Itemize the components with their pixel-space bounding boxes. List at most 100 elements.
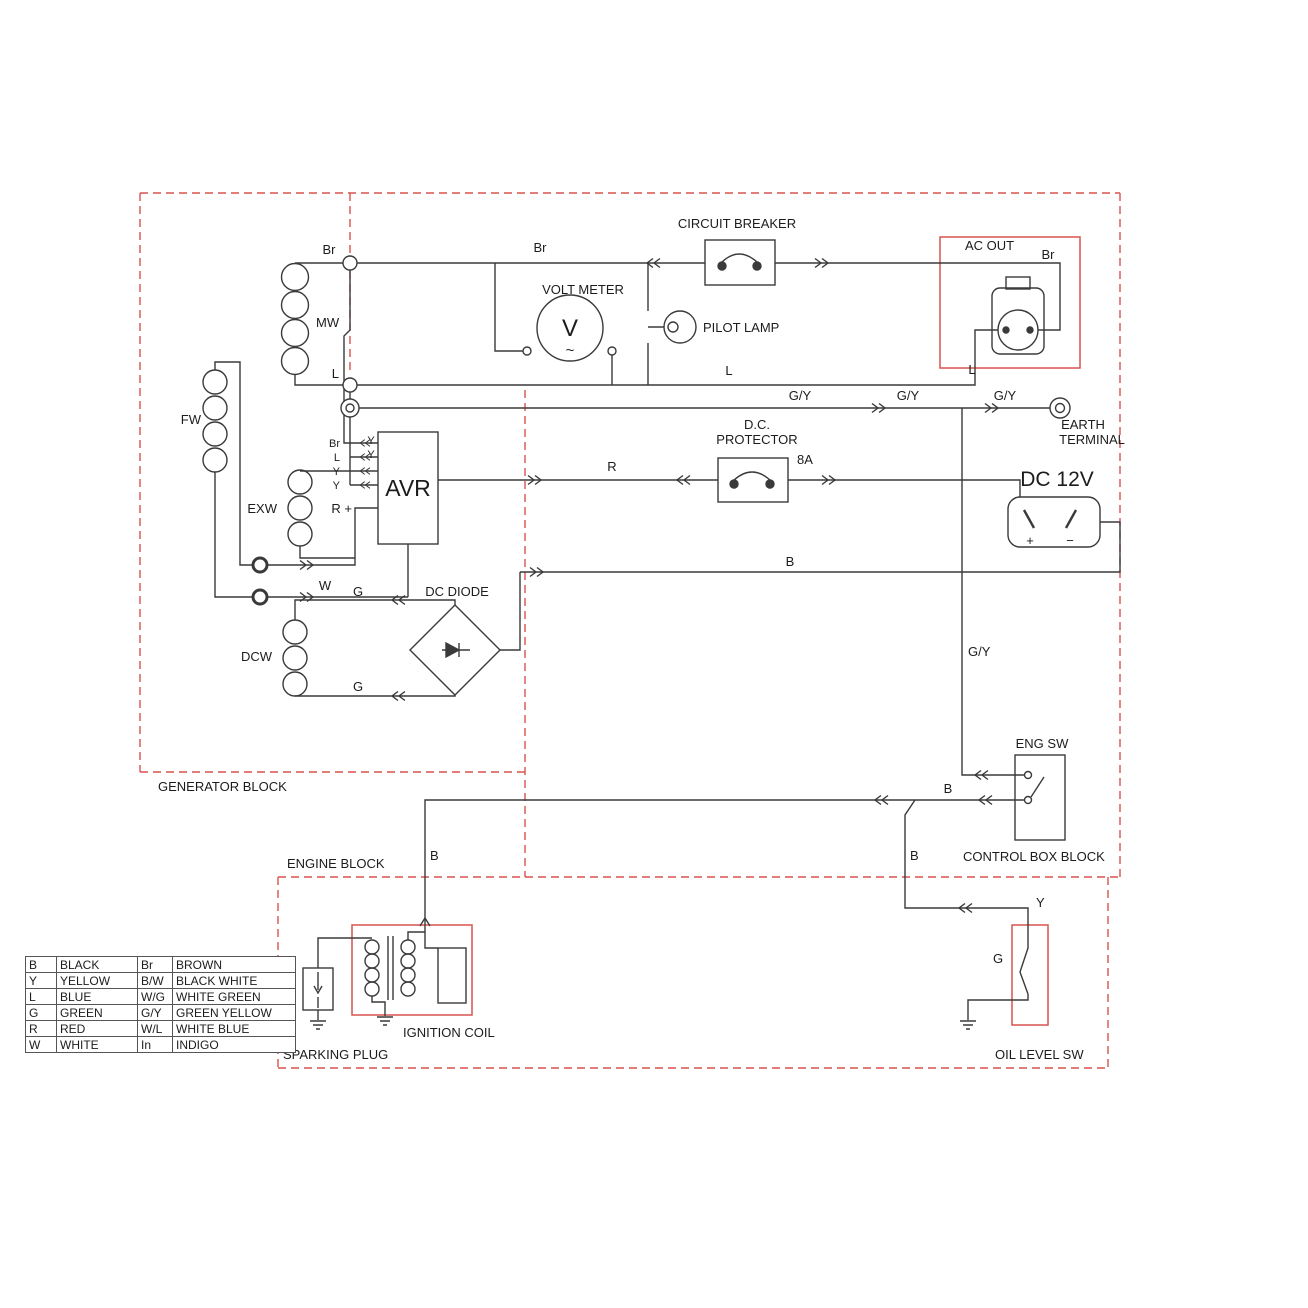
label-mw: MW — [316, 315, 340, 330]
wire-dcw-bottom-g — [295, 695, 456, 697]
legend-row: Y YELLOW B/W BLACK WHITE — [25, 972, 296, 989]
ignition-coil-symbol — [364, 925, 467, 1004]
ground-ignition — [376, 1016, 394, 1026]
legend-code: L — [25, 988, 57, 1005]
wire-label-gy-4: G/Y — [968, 644, 991, 659]
exw-coil — [287, 469, 313, 547]
legend-code: G/Y — [137, 1004, 173, 1021]
wire-oil-sw-ground — [967, 994, 1029, 1020]
ac-out-socket — [991, 276, 1045, 355]
oil-level-switch — [1019, 925, 1029, 995]
dcw-coil — [282, 619, 308, 697]
wire-label-br-3: Br — [1042, 247, 1056, 262]
legend-row: L BLUE W/G WHITE GREEN — [25, 988, 296, 1005]
legend-color: WHITE — [56, 1036, 138, 1053]
label-eng-sw: ENG SW — [1016, 736, 1069, 751]
wire-fw-bottom — [214, 472, 253, 598]
wire-label-l-2: L — [725, 363, 732, 378]
components — [202, 239, 1101, 1030]
legend-color: GREEN YELLOW — [172, 1004, 296, 1021]
wire-spark-plug — [317, 937, 372, 1020]
wires — [214, 262, 1121, 1020]
legend-color: YELLOW — [56, 972, 138, 989]
connector-chevrons — [299, 257, 999, 927]
br-terminal-node — [342, 255, 358, 271]
highlight-boxes — [351, 236, 1081, 1026]
wire-b-y-branch — [904, 799, 1029, 925]
wire-label-br-2: Br — [534, 240, 548, 255]
wire-mw-bottom — [294, 374, 343, 386]
wire-color-legend: B BLACK Br BROWN Y YELLOW B/W BLACK WHIT… — [25, 956, 296, 1053]
wire-label-l-3: L — [968, 362, 975, 377]
wire-label-r-plus: R + — [331, 501, 352, 516]
wire-label-b-2: B — [944, 781, 953, 796]
wire-label-g-1: G — [353, 584, 363, 599]
wire-diode-to-b — [500, 572, 521, 651]
legend-code: Y — [25, 972, 57, 989]
wire-l-main — [357, 329, 998, 386]
wire-label-br-avr: Br — [329, 438, 340, 450]
l-terminal-node — [342, 377, 358, 393]
dc-12v-socket — [1007, 496, 1101, 548]
label-meter-v: V — [562, 315, 578, 342]
wire-ignition-ground — [371, 996, 386, 1016]
earth-terminal — [1049, 397, 1071, 419]
wire-engine-b — [424, 799, 1024, 925]
label-dc-protector-8a: 8A — [797, 452, 813, 467]
legend-color: INDIGO — [172, 1036, 296, 1053]
wire-label-gy-2: G/Y — [897, 388, 920, 403]
legend-row: W WHITE In INDIGO — [25, 1036, 296, 1053]
legend-code: G — [25, 1004, 57, 1021]
circuit-breaker — [704, 239, 776, 286]
volt-meter — [522, 294, 617, 362]
wire-fw-top — [214, 361, 253, 566]
wire-br-main — [295, 262, 1061, 331]
legend-color: WHITE GREEN — [172, 988, 296, 1005]
label-control-box-block: CONTROL BOX BLOCK — [963, 849, 1105, 864]
labels: GENERATOR BLOCK ENGINE BLOCK CONTROL BOX… — [158, 216, 1125, 1062]
oil-level-sw-highlight-box — [1011, 924, 1049, 1026]
legend-code: Br — [137, 956, 173, 973]
label-meter-wave: ~ — [566, 342, 575, 359]
ground-spark-plug — [309, 1020, 327, 1030]
label-dc-protector-2: PROTECTOR — [716, 432, 797, 447]
wire-voltmeter-left — [494, 263, 523, 352]
label-engine-block: ENGINE BLOCK — [287, 856, 385, 871]
wire-gy-branch — [961, 408, 1024, 776]
legend-color: BLUE — [56, 988, 138, 1005]
avr-box — [377, 431, 439, 545]
wire-label-g-2: G — [353, 679, 363, 694]
label-earth-1: EARTH — [1061, 417, 1105, 432]
legend-code: B/W — [137, 972, 173, 989]
wire-label-y-oil: Y — [1036, 895, 1045, 910]
label-exw: EXW — [247, 501, 277, 516]
ignition-coil-highlight-box — [351, 924, 473, 1016]
label-earth-2: TERMINAL — [1059, 432, 1125, 447]
legend-row: B BLACK Br BROWN — [25, 956, 296, 973]
wire-b-main — [520, 521, 1121, 573]
legend-color: BLACK WHITE — [172, 972, 296, 989]
fw-coil — [202, 369, 228, 473]
label-dc-12v: DC 12V — [1020, 468, 1094, 491]
label-dc-protector-1: D.C. — [744, 417, 770, 432]
legend-code: B — [25, 956, 57, 973]
pilot-lamp — [663, 310, 697, 344]
legend-code: W — [25, 1036, 57, 1053]
field-ring-terminal-1 — [251, 556, 269, 574]
legend-color: BROWN — [172, 956, 296, 973]
legend-code: In — [137, 1036, 173, 1053]
block-boundaries — [139, 192, 1121, 1069]
label-dcw: DCW — [241, 649, 273, 664]
label-fw: FW — [181, 412, 202, 427]
label-oil-level-sw: OIL LEVEL SW — [995, 1047, 1084, 1062]
wire-label-y-avr1: Y — [333, 466, 341, 478]
gy-ring-terminal — [340, 398, 360, 418]
wire-exw-bottom — [299, 546, 355, 559]
wire-label-br-1: Br — [323, 242, 337, 257]
wire-label-y-avr2: Y — [333, 480, 341, 492]
legend-color: BLACK — [56, 956, 138, 973]
wire-label-r: R — [607, 459, 616, 474]
wire-r-main — [438, 479, 1021, 497]
label-ac-out: AC OUT — [965, 238, 1014, 253]
